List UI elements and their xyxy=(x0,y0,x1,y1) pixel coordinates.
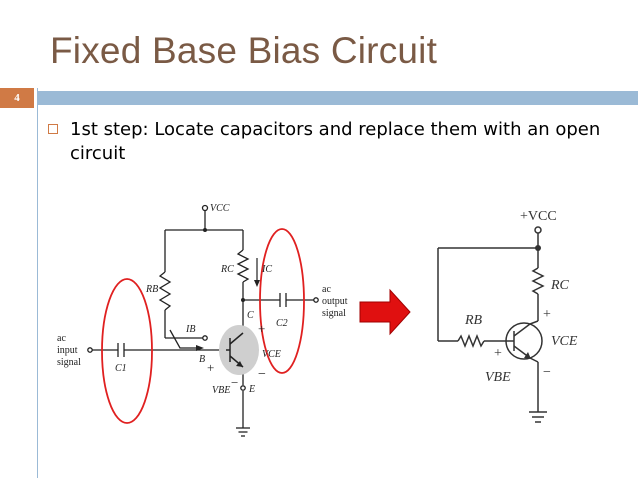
label-c2: C2 xyxy=(276,318,288,329)
input-label-line1: ac xyxy=(57,333,66,344)
input-label-line2: input xyxy=(57,345,78,356)
right-label-vcc: +VCC xyxy=(520,209,557,224)
label-vbe-plus: + xyxy=(207,360,214,375)
right-label-vce-minus: − xyxy=(543,365,551,380)
right-label-vbe: VBE xyxy=(485,370,511,385)
label-vce-minus: − xyxy=(258,367,266,382)
label-b-node: B xyxy=(199,354,205,365)
right-arrow-icon xyxy=(359,288,411,336)
right-label-vce: VCE xyxy=(551,334,578,349)
bullet-marker-icon xyxy=(48,124,58,134)
left-rule xyxy=(37,88,38,478)
title-rule xyxy=(38,91,638,105)
output-label-line1: ac xyxy=(322,284,331,295)
capacitor-c1-highlight xyxy=(101,278,153,424)
label-vce-plus: + xyxy=(258,321,265,336)
label-vce: VCE xyxy=(262,349,281,360)
label-vcc: VCC xyxy=(210,203,230,214)
label-e-node: E xyxy=(248,384,255,395)
label-vbe-minus: − xyxy=(231,375,238,390)
right-circuit xyxy=(437,226,547,423)
bullet-text: 1st step: Locate capacitors and replace … xyxy=(70,119,601,164)
right-label-rc: RC xyxy=(550,278,570,293)
label-ib: IB xyxy=(185,324,195,335)
left-circuit xyxy=(87,204,319,437)
label-c1: C1 xyxy=(115,363,127,374)
label-ic: IC xyxy=(261,264,272,275)
slide-title: Fixed Base Bias Circuit xyxy=(50,30,438,71)
page-number: 4 xyxy=(14,92,20,104)
label-rb: RB xyxy=(145,284,158,295)
output-label-line2: output xyxy=(322,296,348,307)
input-label-line3: signal xyxy=(57,357,81,368)
label-c-node: C xyxy=(247,310,254,321)
transistor-highlight xyxy=(219,325,259,375)
page-number-bar xyxy=(0,88,34,108)
capacitor-c2-highlight xyxy=(259,228,305,374)
label-rc: RC xyxy=(220,264,234,275)
label-vbe: VBE xyxy=(212,385,230,396)
output-label-line3: signal xyxy=(322,308,346,319)
right-label-vbe-plus: + xyxy=(494,346,502,361)
right-label-vce-plus: + xyxy=(543,307,551,322)
right-label-rb: RB xyxy=(464,313,483,328)
